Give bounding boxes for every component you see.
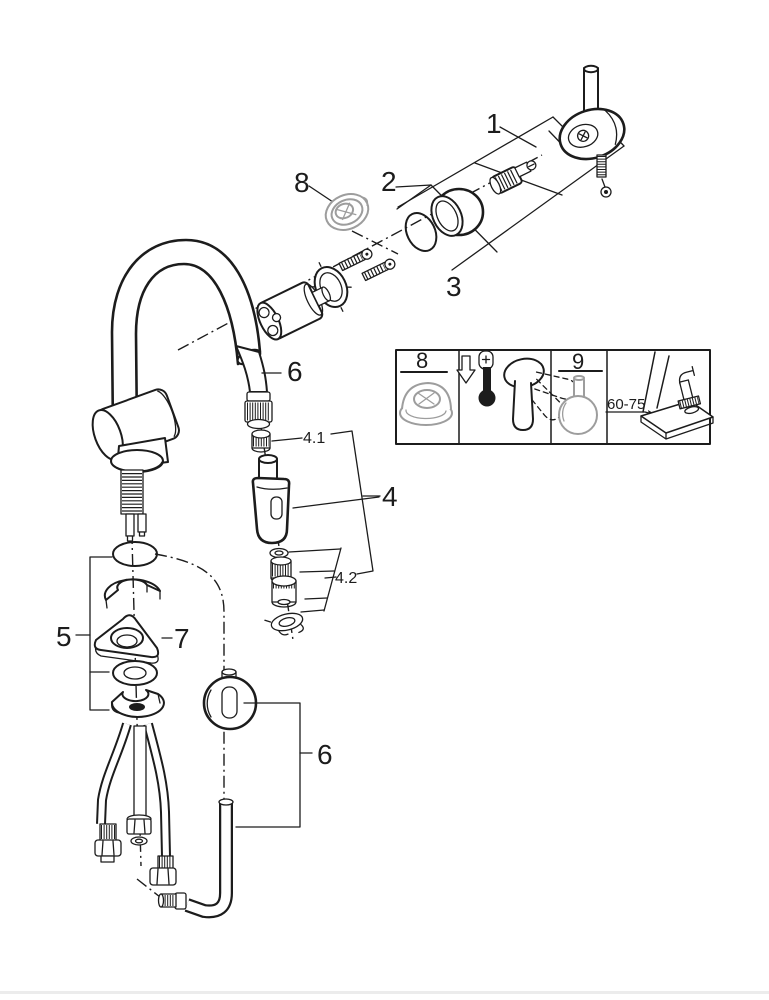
mousseur-tool-icon <box>399 381 453 426</box>
triangle-washer <box>93 614 160 664</box>
callout-label-2: 2 <box>381 166 397 197</box>
callout-leaders <box>75 372 381 828</box>
inset-label-8: 8 <box>416 348 428 373</box>
inset-panel: 8 <box>395 348 714 445</box>
inset-cell-mounting: 60-75 <box>605 351 714 440</box>
tube-nut <box>126 814 152 835</box>
mousseur-housing <box>271 575 297 608</box>
callout-label-6-upper: 6 <box>287 356 303 387</box>
inset-label-9: 9 <box>572 349 584 374</box>
hose-connector <box>235 345 273 430</box>
thermometer-icon <box>478 350 496 407</box>
cap-o-ring <box>404 212 438 252</box>
supply-hose-left <box>94 722 132 863</box>
inset-cell-temperature <box>456 350 577 431</box>
pullout-hose <box>157 798 234 919</box>
hose-fitting <box>157 892 187 910</box>
mounting-screws <box>338 248 396 282</box>
flat-washer <box>112 660 158 686</box>
callout-label-1: 1 <box>486 108 502 139</box>
handle-body <box>558 107 626 161</box>
tube-washer <box>130 836 148 846</box>
flow-straightener <box>264 612 304 636</box>
handle-set-screw <box>596 154 607 188</box>
inset-cell-handle: 9 <box>558 349 603 435</box>
callout-label-4-1: 4.1 <box>303 430 325 447</box>
cartridge <box>256 281 332 341</box>
adapter-screw <box>514 160 537 178</box>
mousseur-tool-ghost <box>324 193 370 231</box>
handle-assembly <box>489 64 626 198</box>
callout-label-8: 8 <box>294 167 310 198</box>
supply-stubs <box>125 513 147 542</box>
supply-hose-right <box>143 722 177 886</box>
spacer-ring <box>103 578 161 609</box>
callout-label-7: 7 <box>174 623 190 654</box>
dimension-label: 60-75 <box>607 396 645 413</box>
base-o-ring <box>112 541 158 567</box>
spray-head <box>251 454 291 545</box>
dimension-lines <box>642 351 670 413</box>
inset-cell-tool: 8 <box>399 348 453 426</box>
mousseur-washer <box>269 547 289 559</box>
hex-screw <box>600 186 612 198</box>
down-arrow-icon <box>456 355 476 384</box>
threaded-shank <box>120 469 144 515</box>
claw-nut <box>110 689 165 718</box>
callout-label-4: 4 <box>382 481 398 512</box>
callout-label-6-lower: 6 <box>317 739 333 770</box>
callout-label-4-2: 4.2 <box>335 570 357 587</box>
check-valve <box>251 429 271 453</box>
knob-handle-icon <box>558 375 598 435</box>
callout-labels: 1 2 3 8 6 4.1 4 4.2 5 7 6 <box>56 108 502 770</box>
callout-label-5: 5 <box>56 621 72 652</box>
dome-cap <box>430 187 485 237</box>
lever-pin <box>583 64 599 121</box>
mini-faucet-icon <box>677 365 702 415</box>
connection-tube <box>126 725 152 846</box>
callout-label-3: 3 <box>446 271 462 302</box>
page-edge-line <box>0 991 769 994</box>
